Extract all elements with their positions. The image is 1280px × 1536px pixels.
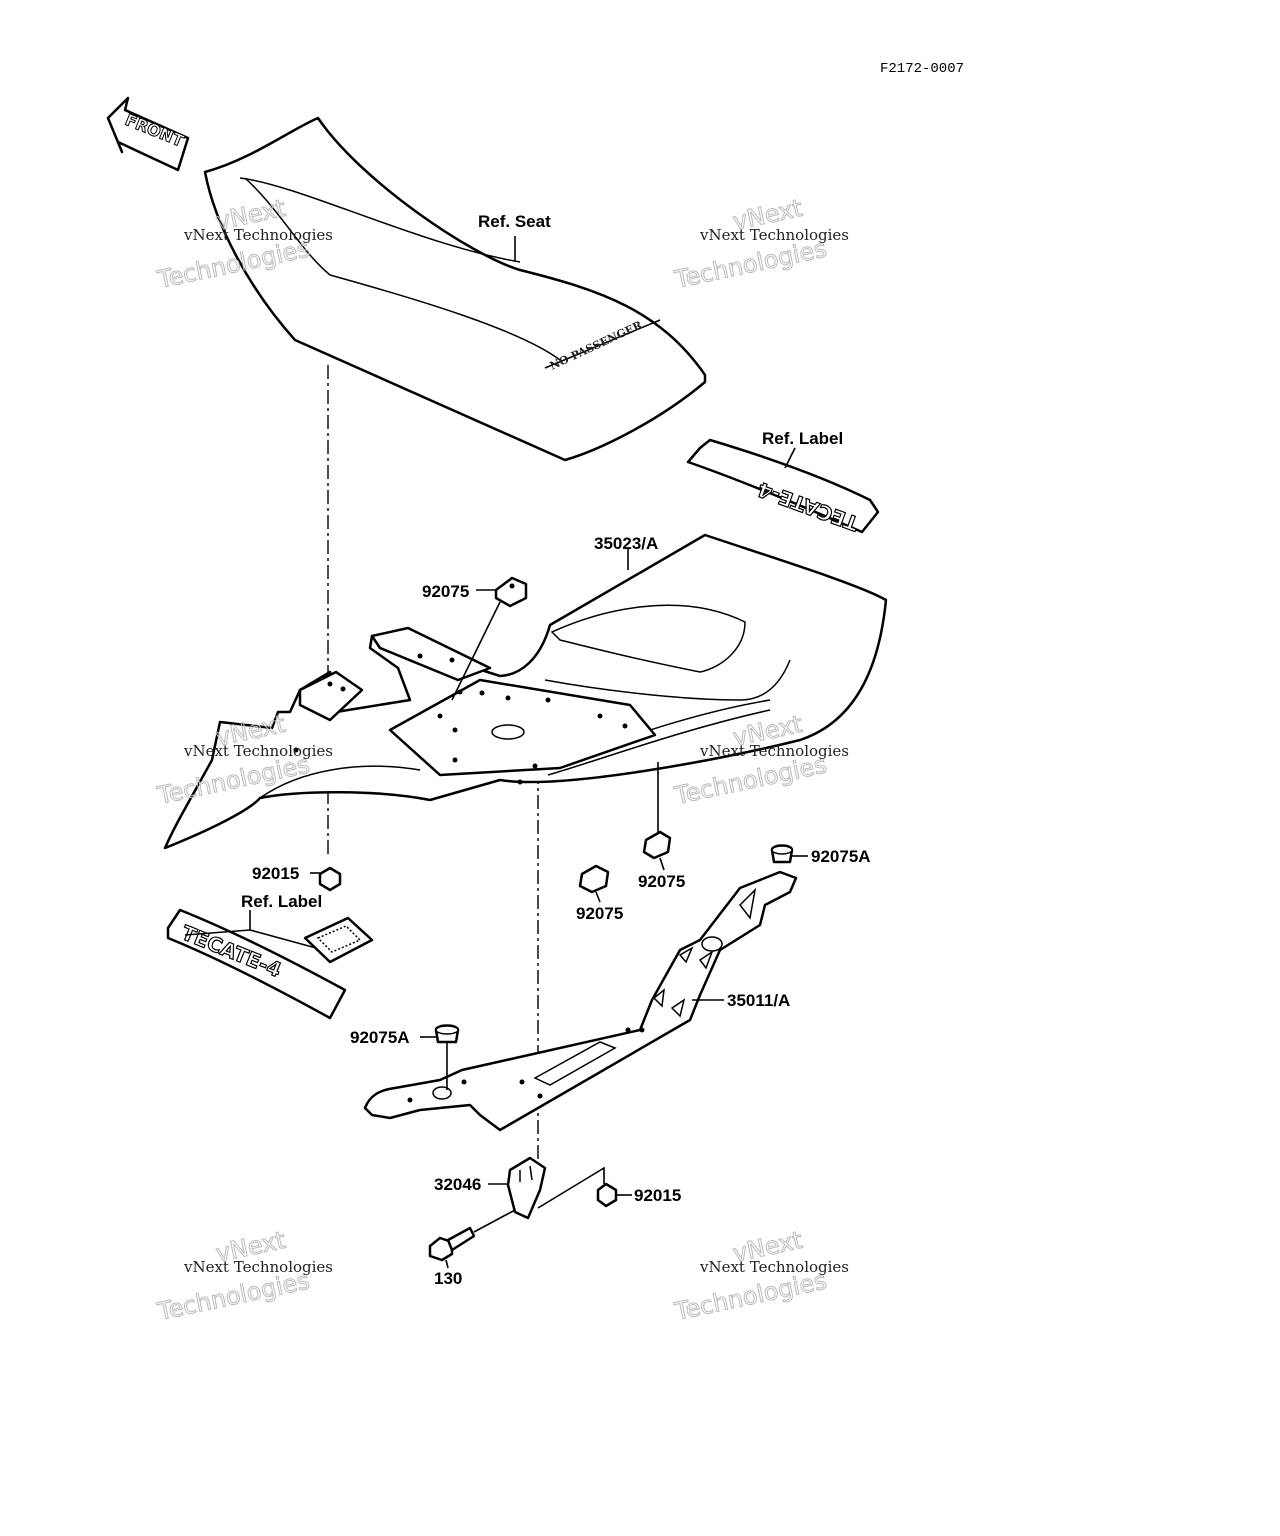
part-35023a-label: 35023/A [594, 534, 658, 553]
part-130-label: 130 [434, 1269, 462, 1288]
part-92015-bottom-label: 92015 [634, 1186, 681, 1205]
ref-label-top: Ref. Label [762, 429, 843, 448]
clip-nut-92075-right [642, 762, 672, 871]
cushion-92075a-left [420, 1024, 460, 1090]
svg-text:vNext Technologies: vNext Technologies [699, 1258, 849, 1276]
clip-nut-92075-top [451, 576, 528, 701]
part-92075-mid-label: 92075 [576, 904, 623, 923]
label-decal-bottom: TECATE-4 [166, 908, 374, 1020]
front-arrow-icon: FRONT [106, 96, 190, 172]
svg-text:vNext Technologies: vNext Technologies [183, 742, 333, 760]
part-92075-right-label: 92075 [638, 872, 685, 891]
bolt-130 [428, 1209, 516, 1269]
diagram-code: F2172-0007 [880, 61, 964, 77]
cushion-92075a-right [770, 844, 808, 864]
seat-part: NO PASSENGER [203, 116, 707, 462]
rear-fender-part [163, 533, 888, 850]
part-92075a-left-label: 92075A [350, 1028, 410, 1047]
svg-text:vNext Technologies: vNext Technologies [699, 742, 849, 760]
label-decal-top: TECATE-4 [686, 438, 880, 536]
part-35011a-label: 35011/A [727, 991, 790, 1010]
part-92075a-right-label: 92075A [811, 847, 871, 866]
part-92075-top-label: 92075 [422, 582, 469, 601]
ref-label-bottom: Ref. Label [241, 892, 322, 911]
ref-seat-label: Ref. Seat [478, 212, 551, 231]
nut-92015-bottom [596, 1182, 632, 1208]
svg-text:vNext Technologies: vNext Technologies [183, 1258, 333, 1276]
rear-carrier-part [363, 870, 798, 1132]
svg-text:vNext Technologies: vNext Technologies [183, 226, 333, 244]
watermark-2: vNext Technologies vNext Technologies [671, 193, 849, 294]
nut-92015-left [310, 866, 342, 892]
part-32046-label: 32046 [434, 1175, 481, 1194]
svg-text:vNext Technologies: vNext Technologies [699, 226, 849, 244]
watermark-6: vNext Technologies vNext Technologies [671, 1225, 849, 1326]
clip-nut-92075-mid [578, 864, 610, 903]
watermark-5: vNext Technologies vNext Technologies [154, 1225, 333, 1326]
bracket-32046 [488, 1156, 605, 1220]
part-92015-left-label: 92015 [252, 864, 299, 883]
